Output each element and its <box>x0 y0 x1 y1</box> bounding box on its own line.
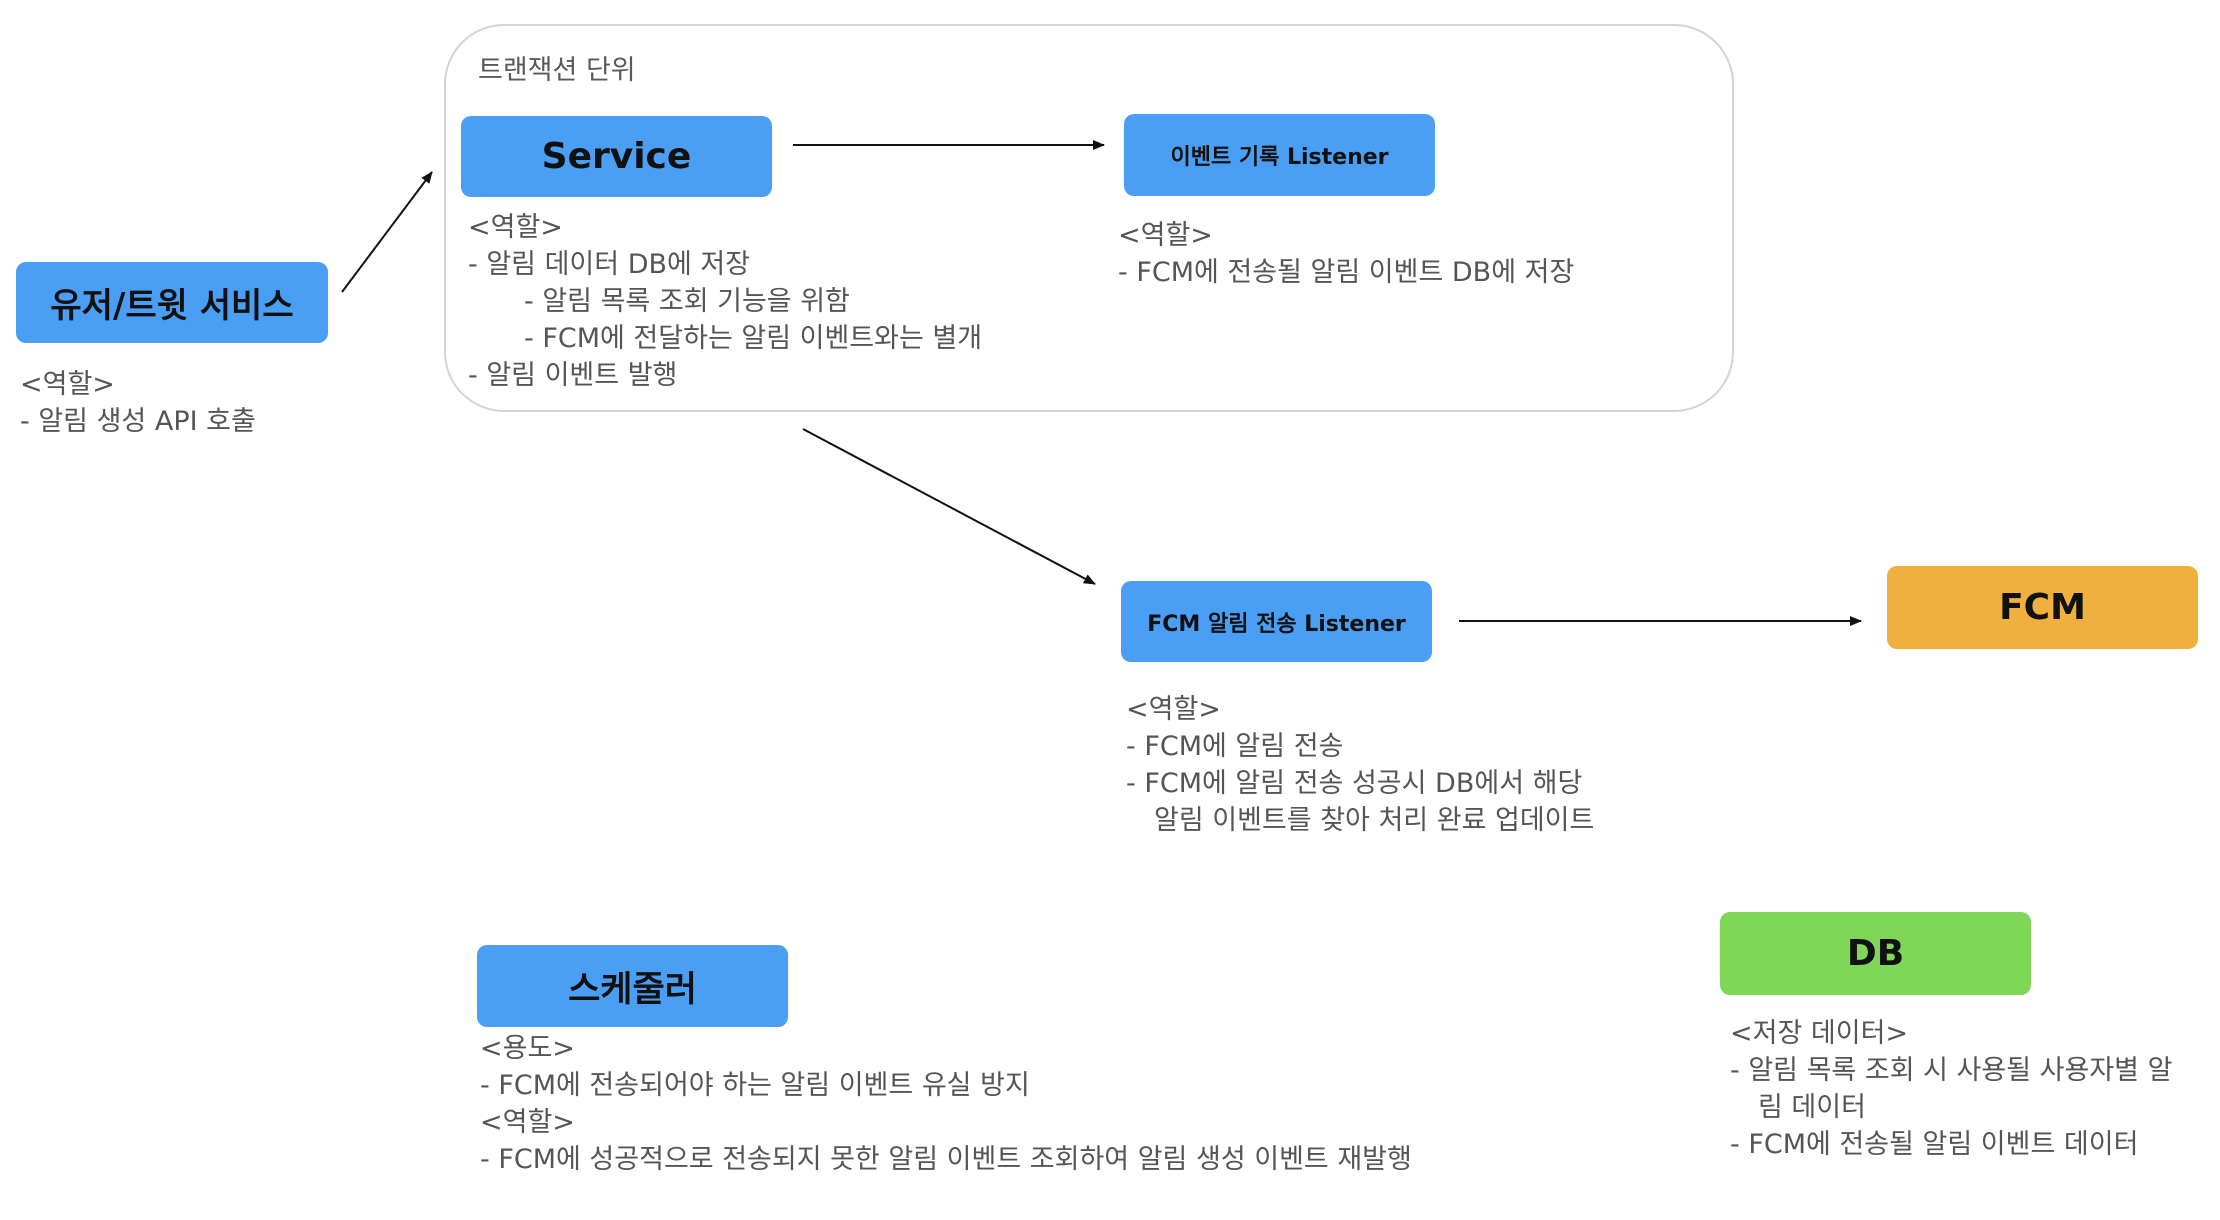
stored-data-item-continued: 림 데이터 <box>1758 1092 1866 1123</box>
role-item: - FCM에 알림 전송 <box>1126 731 1344 762</box>
service-node: Service <box>461 116 772 197</box>
role-item: - FCM에 성공적으로 전송되지 못한 알림 이벤트 조회하여 알림 생성 이… <box>480 1144 1412 1175</box>
user-service-description: <역할> - 알림 생성 API 호출 <box>20 366 256 440</box>
db-node: DB <box>1720 912 2031 995</box>
stored-data-item: - 알림 목록 조회 시 사용될 사용자별 알 <box>1730 1055 2173 1086</box>
purpose-item: - FCM에 전송되어야 하는 알림 이벤트 유실 방지 <box>480 1070 1030 1101</box>
role-item: - 알림 데이터 DB에 저장 <box>468 249 751 280</box>
scheduler-description: <용도> - FCM에 전송되어야 하는 알림 이벤트 유실 방지 <역할> -… <box>480 1030 1412 1178</box>
user-tweet-service-node: 유저/트윗 서비스 <box>16 262 328 343</box>
stored-data-item: - FCM에 전송될 알림 이벤트 데이터 <box>1730 1129 2139 1160</box>
transaction-boundary <box>444 24 1734 412</box>
fcm-alert-listener-node: FCM 알림 전송 Listener <box>1121 581 1432 662</box>
role-item: - FCM에 전송될 알림 이벤트 DB에 저장 <box>1118 257 1575 288</box>
arrow-service-to-fcm-listener <box>802 428 1096 585</box>
role-item: - 알림 생성 API 호출 <box>20 406 256 437</box>
purpose-heading: <용도> <box>480 1033 575 1064</box>
transaction-label: 트랜잭션 단위 <box>478 55 636 86</box>
role-heading: <역할> <box>1118 220 1213 251</box>
stored-data-heading: <저장 데이터> <box>1730 1018 1909 1049</box>
role-item-continued: 알림 이벤트를 찾아 처리 완료 업데이트 <box>1154 805 1595 836</box>
role-heading: <역할> <box>1126 694 1221 725</box>
role-heading: <역할> <box>20 369 115 400</box>
service-description: <역할> - 알림 데이터 DB에 저장 - 알림 목록 조회 기능을 위함 -… <box>468 209 982 394</box>
event-record-listener-node: 이벤트 기록 Listener <box>1124 114 1435 196</box>
event-record-listener-description: <역할> - FCM에 전송될 알림 이벤트 DB에 저장 <box>1118 217 1574 291</box>
db-description: <저장 데이터> - 알림 목록 조회 시 사용될 사용자별 알 림 데이터 -… <box>1730 1015 2172 1163</box>
fcm-node: FCM <box>1887 566 2198 649</box>
role-subitem: - FCM에 전달하는 알림 이벤트와는 별개 <box>524 323 983 354</box>
role-subitem: - 알림 목록 조회 기능을 위함 <box>524 286 850 317</box>
role-item: - FCM에 알림 전송 성공시 DB에서 해당 <box>1126 768 1583 799</box>
fcm-alert-listener-description: <역할> - FCM에 알림 전송 - FCM에 알림 전송 성공시 DB에서 … <box>1126 691 1594 839</box>
role-heading: <역할> <box>480 1107 575 1138</box>
role-item: - 알림 이벤트 발행 <box>468 360 678 391</box>
arrow-user-to-service <box>341 171 433 293</box>
scheduler-node: 스케줄러 <box>477 945 788 1027</box>
role-heading: <역할> <box>468 212 563 243</box>
